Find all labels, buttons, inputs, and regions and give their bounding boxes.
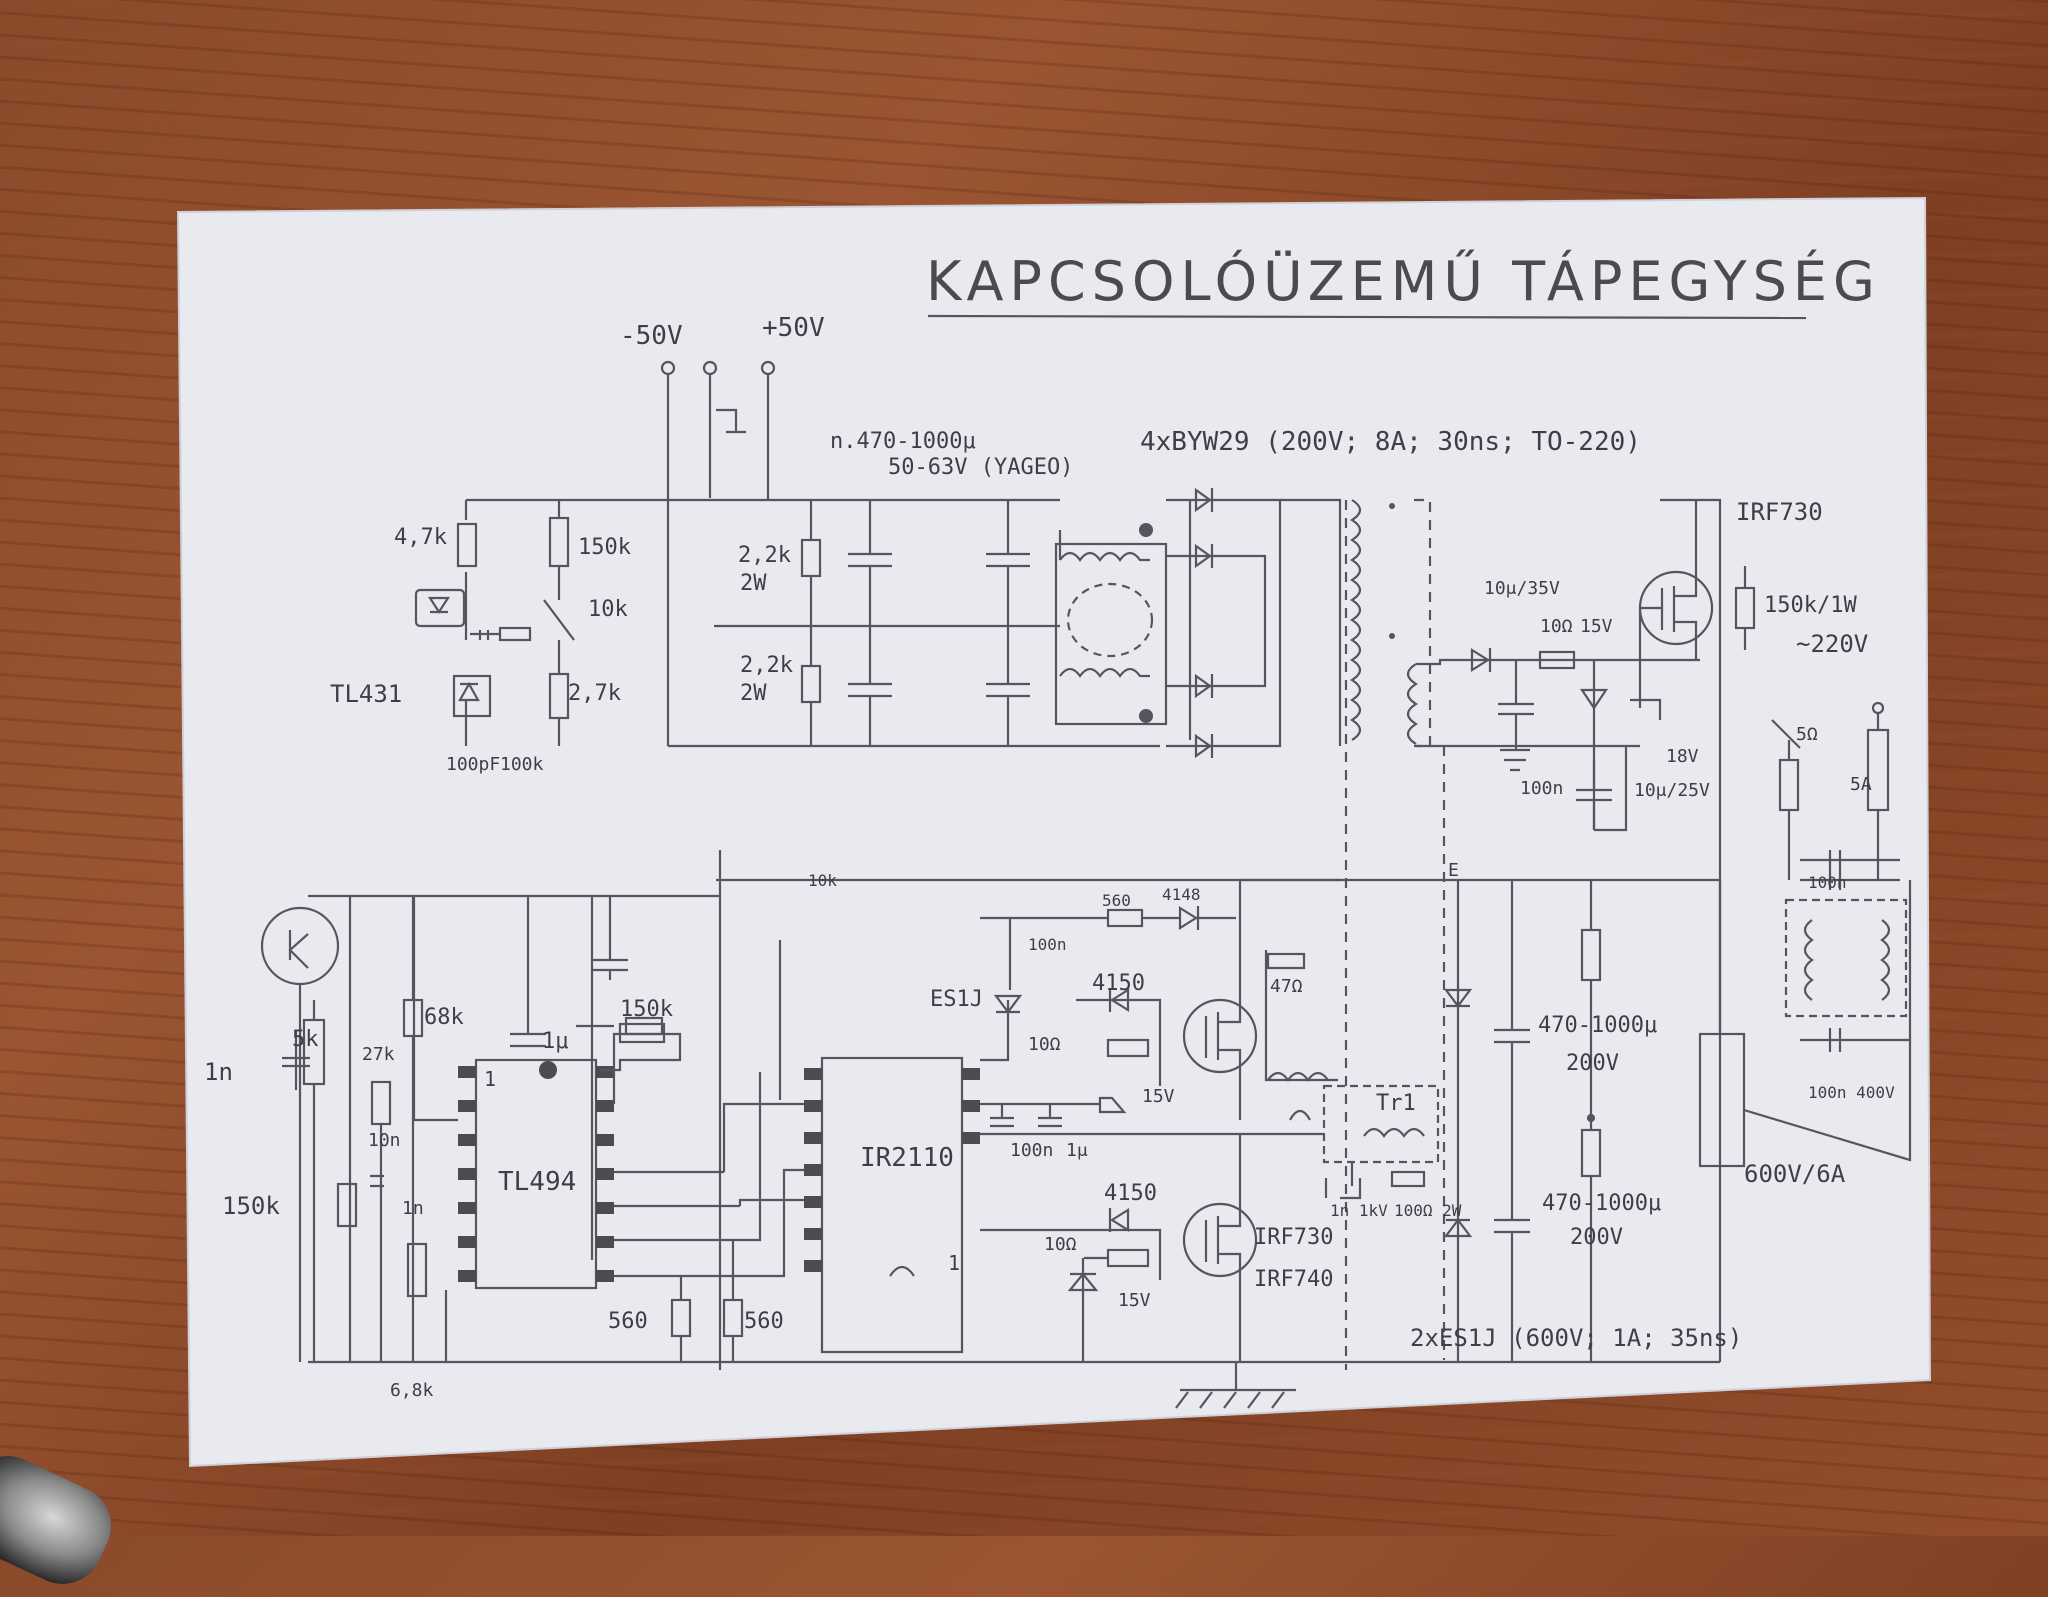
- label-pin1-b: 1: [948, 1251, 960, 1275]
- label-r150k-c: 150k: [222, 1192, 280, 1220]
- label-r560-c: 560: [744, 1309, 784, 1334]
- label-c1n-1kv: 1n 1kV: [1330, 1201, 1388, 1220]
- junction-dots: [1139, 503, 1395, 723]
- label-c1u: 1μ: [542, 1029, 569, 1054]
- label-r150k-b: 150k: [620, 997, 673, 1022]
- label-ir2110: IR2110: [860, 1143, 954, 1173]
- label-c1n-a: 1n: [204, 1058, 233, 1086]
- label-irf740: IRF740: [1254, 1267, 1333, 1292]
- label-c100p: 100pF: [446, 754, 500, 775]
- label-v15c: 15V: [1118, 1290, 1151, 1311]
- paper: [176, 196, 1932, 1468]
- label-c10u35: 10μ/35V: [1484, 578, 1560, 599]
- label-r47k: 4,7k: [394, 525, 447, 550]
- page-title: KAPCSOLÓÜZEMŰ TÁPEGYSÉG: [926, 250, 1881, 313]
- label-v18: 18V: [1666, 746, 1699, 767]
- label-r100r2w: 100Ω 2W: [1394, 1201, 1462, 1220]
- label-r150k1w: 150k/1W: [1764, 593, 1857, 618]
- label-r27k-a: 2,7k: [568, 681, 621, 706]
- label-es1j-a: ES1J: [930, 987, 983, 1012]
- label-tl494: TL494: [498, 1167, 576, 1197]
- label-d4150-a: 4150: [1092, 971, 1145, 996]
- label-neg50: -50V: [620, 321, 683, 351]
- label-c100n-b: 100n: [1808, 873, 1847, 892]
- label-r100k: 100k: [500, 754, 544, 775]
- label-mains: ~220V: [1796, 630, 1868, 658]
- label-r22k-a: 2,2k: [738, 543, 791, 568]
- label-r5r: 5Ω: [1796, 724, 1818, 745]
- schematic-svg: KAPCSOLÓÜZEMŰ TÁPEGYSÉG -50V +50V n.470-…: [176, 196, 1932, 1468]
- label-r10r-b: 10Ω: [1028, 1034, 1061, 1055]
- label-r10k-b: 10k: [808, 871, 837, 890]
- label-cap-main-rating: 50-63V (YAGEO): [888, 455, 1073, 480]
- label-diodes: 4xBYW29 (200V; 8A; 30ns; TO-220): [1140, 427, 1641, 457]
- label-r560-a: 560: [1102, 891, 1131, 910]
- label-c470-a: 470-1000μ: [1538, 1013, 1657, 1038]
- label-cap-main: n.470-1000μ: [830, 429, 976, 454]
- schematic-sheet: KAPCSOLÓÜZEMŰ TÁPEGYSÉG -50V +50V n.470-…: [176, 196, 1932, 1468]
- label-r22k-b: 2,2k: [740, 653, 793, 678]
- label-r5k: 5k: [292, 1027, 319, 1052]
- label-2w-b: 2W: [740, 681, 767, 706]
- label-v200-b: 200V: [1570, 1225, 1623, 1250]
- label-irf730-b: IRF730: [1254, 1225, 1333, 1250]
- label-es1j-note: 2xES1J (600V; 1A; 35ns): [1410, 1324, 1742, 1352]
- label-c1u-b: 1μ: [1066, 1140, 1088, 1161]
- label-r27k-b: 27k: [362, 1044, 395, 1065]
- label-pin1-a: 1: [484, 1067, 496, 1091]
- label-r68k-b: 6,8k: [390, 1380, 434, 1401]
- label-e: E: [1448, 860, 1459, 881]
- wiring: [260, 314, 1912, 1409]
- label-tl431: TL431: [330, 680, 402, 708]
- label-d4148: 4148: [1162, 885, 1201, 904]
- label-tr1: Tr1: [1376, 1091, 1416, 1116]
- label-r150k: 150k: [578, 535, 631, 560]
- label-c100n-a: 100n: [1520, 778, 1563, 799]
- label-pos50: +50V: [762, 313, 825, 343]
- label-c470-b: 470-1000μ: [1542, 1191, 1661, 1216]
- label-v200-a: 200V: [1566, 1051, 1619, 1076]
- label-r47r: 47Ω: [1270, 976, 1303, 997]
- label-v15a: 15V: [1580, 616, 1613, 637]
- label-r560-b: 560: [608, 1309, 648, 1334]
- label-c10n: 10n: [368, 1130, 401, 1151]
- label-2w-a: 2W: [740, 571, 767, 596]
- label-c10u25: 10μ/25V: [1634, 780, 1710, 801]
- label-r10r-c: 10Ω: [1044, 1234, 1077, 1255]
- label-fuse: 5A: [1850, 774, 1872, 795]
- label-c100n-e: 100n: [1010, 1140, 1053, 1161]
- label-r10k: 10k: [588, 597, 628, 622]
- label-c100n400: 100n 400V: [1808, 1083, 1895, 1102]
- label-r68k: 68k: [424, 1005, 464, 1030]
- label-c1n-b: 1n: [402, 1198, 424, 1219]
- label-bridge: 600V/6A: [1744, 1160, 1846, 1188]
- label-v15b: 15V: [1142, 1086, 1175, 1107]
- label-c100n-c: 100n: [1028, 935, 1067, 954]
- label-irf730-top: IRF730: [1736, 498, 1823, 526]
- label-r10r: 10Ω: [1540, 616, 1573, 637]
- label-d4150-b: 4150: [1104, 1181, 1157, 1206]
